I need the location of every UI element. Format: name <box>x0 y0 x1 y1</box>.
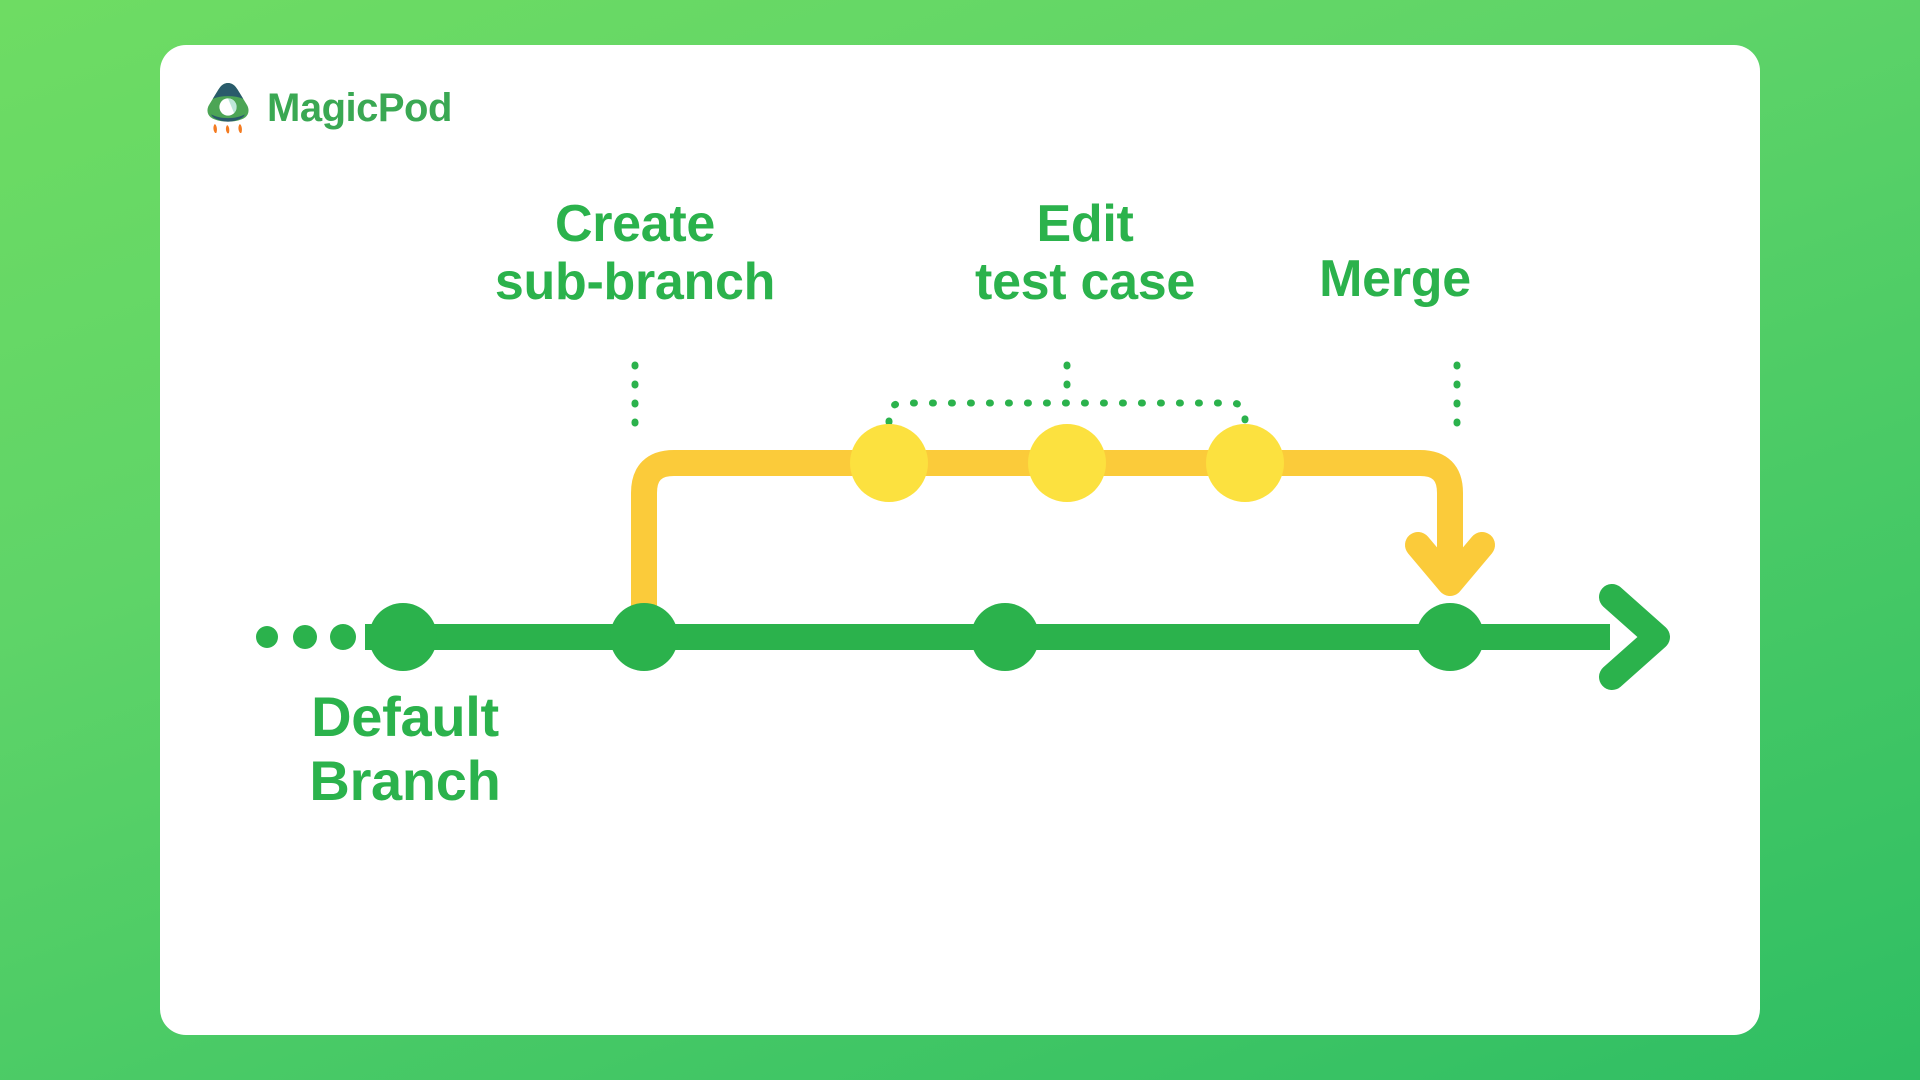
connector-edit-icon <box>885 361 1249 464</box>
default-branch-commit-node[interactable] <box>1416 603 1484 671</box>
sub-branch-commit-node[interactable] <box>1028 424 1106 502</box>
label-create-sub-branch: Create sub-branch <box>494 195 776 312</box>
default-branch-commit-node[interactable] <box>610 603 678 671</box>
brand-wordmark: MagicPod <box>267 85 452 130</box>
branch-diagram-svg <box>256 361 1670 690</box>
default-branch-commits <box>369 603 1484 671</box>
magicpod-logo: MagicPod <box>202 80 452 136</box>
branch-diagram <box>160 45 1760 1035</box>
default-branch-commit-node[interactable] <box>369 603 437 671</box>
label-default-branch: Default Branch <box>309 685 501 812</box>
default-branch-commit-node[interactable] <box>971 603 1039 671</box>
rocket-icon <box>207 83 249 134</box>
sub-branch-commit-node[interactable] <box>850 424 928 502</box>
default-branch-arrowhead-icon <box>1599 584 1670 690</box>
label-merge: Merge <box>1319 250 1471 308</box>
sub-branch-commit-node[interactable] <box>1206 424 1284 502</box>
sub-branch-commits <box>850 424 1284 502</box>
label-edit-test-case: Edit test case <box>975 195 1195 312</box>
merge-arrowhead-icon <box>1405 532 1495 596</box>
diagram-card: MagicPod <box>160 45 1760 1035</box>
